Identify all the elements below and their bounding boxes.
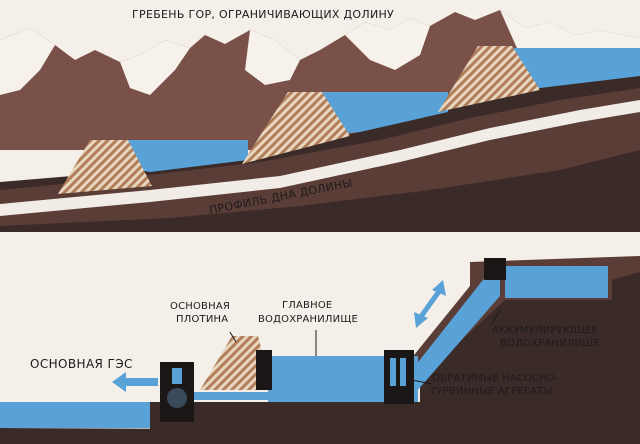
storage-reservoir-label-2: ВОДОХРАНИЛИЩЕ <box>500 338 600 349</box>
bidirectional-arrow-icon <box>414 280 446 328</box>
dam-upper <box>438 46 540 112</box>
snow-patches <box>0 10 640 95</box>
penstock <box>404 276 500 392</box>
pump-turbine-units <box>384 350 414 404</box>
reservoir-upper <box>512 48 640 92</box>
reservoir-lower <box>128 140 248 172</box>
intake-structure <box>484 258 506 280</box>
pump-units-label-1: ОБРАТИМЫЕ НАСОСНО- <box>432 373 559 384</box>
floor <box>150 402 420 436</box>
valley-cascade-panel: ГРЕБЕНЬ ГОР, ОГРАНИЧИВАЮЩИХ ДОЛИНУ ПРОФИ… <box>0 8 640 232</box>
ridge-label: ГРЕБЕНЬ ГОР, ОГРАНИЧИВАЮЩИХ ДОЛИНУ <box>132 8 394 21</box>
storage-reservoir <box>505 266 608 298</box>
ground-mass <box>0 270 640 444</box>
main-dam-label-1: ОСНОВНАЯ <box>170 301 230 312</box>
main-reservoir-label-1: ГЛАВНОЕ <box>282 300 332 311</box>
leader-main-dam <box>229 331 237 343</box>
leader-pump-units <box>411 379 433 385</box>
valley-profile-band <box>0 100 640 216</box>
conduit <box>194 392 268 400</box>
flow-direction-arrow-icon <box>112 372 158 392</box>
dam-lower <box>58 140 152 194</box>
main-dam <box>200 336 272 390</box>
main-reservoir-label-2: ВОДОХРАНИЛИЩЕ <box>258 314 358 325</box>
main-dam-label-2: ПЛОТИНА <box>176 314 228 325</box>
main-hpp-building <box>160 362 194 422</box>
dam-crest-structure <box>256 350 272 390</box>
pumped-storage-panel: ОСНОВНАЯ ПЛОТИНА ГЛАВНОЕ ВОДОХРАНИЛИЩЕ А… <box>0 238 640 444</box>
storage-reservoir-label-1: АККУМУЛИРУЮЩЕЕ <box>492 325 598 336</box>
leader-storage <box>491 309 501 325</box>
pump-units-label-2: ТУРБИННЫЕ АГРЕГАТЫ <box>429 386 553 397</box>
main-hpp-label: ОСНОВНАЯ ГЭС <box>30 357 133 371</box>
reservoir-middle <box>322 92 448 136</box>
dam-middle <box>242 92 350 164</box>
